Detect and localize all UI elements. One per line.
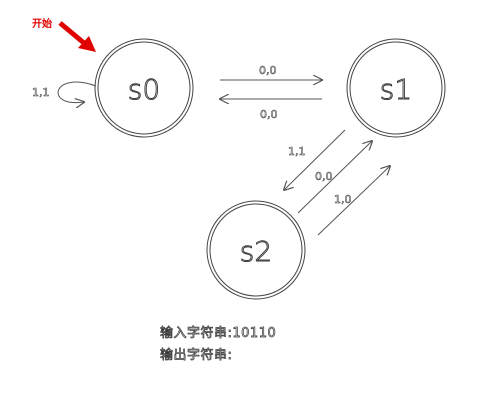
- state-s0[interactable]: s0: [94, 38, 194, 138]
- state-s1-label: s1: [380, 73, 412, 106]
- state-s0-label: s0: [128, 73, 160, 106]
- transition-s2-s1-a: [297, 141, 372, 214]
- state-s2-outer-ring: [206, 200, 306, 300]
- input-string-line: 输入字符串:10110: [160, 322, 277, 342]
- state-s1-inner-ring: [349, 41, 443, 135]
- input-string-label: 输入字符串:: [160, 326, 233, 342]
- state-s0-inner-ring: [97, 41, 191, 135]
- transition-s0-s0-label: 1,1: [32, 86, 50, 99]
- start-label: 开始: [32, 17, 52, 30]
- transition-s1-s0-label: 0,0: [260, 108, 278, 121]
- output-string-label: 输出字符串:: [160, 348, 233, 364]
- state-s1-outer-ring: [346, 38, 446, 138]
- transition-s0-s0: [57, 81, 97, 103]
- transition-s2-s1-b-label: 1,0: [334, 193, 352, 206]
- transition-s2-s1-b: [317, 166, 390, 236]
- input-string-value: 10110: [232, 326, 277, 342]
- state-s2-inner-ring: [209, 203, 303, 297]
- transition-s1-s2-label: 1,1: [288, 145, 306, 158]
- start-arrow-shaft: [58, 21, 86, 45]
- transition-s1-s2: [284, 129, 346, 190]
- output-string-line: 输出字符串:: [160, 344, 233, 364]
- transition-s0-s1-label: 0,0: [259, 64, 277, 77]
- state-s1[interactable]: s1: [346, 38, 446, 138]
- start-arrow-head: [78, 36, 96, 52]
- state-s2[interactable]: s2: [206, 200, 306, 300]
- state-s0-outer-ring: [94, 38, 194, 138]
- state-s2-label: s2: [240, 235, 272, 268]
- transition-s2-s1-a-label: 0,0: [315, 170, 333, 183]
- start-arrow: [58, 21, 96, 52]
